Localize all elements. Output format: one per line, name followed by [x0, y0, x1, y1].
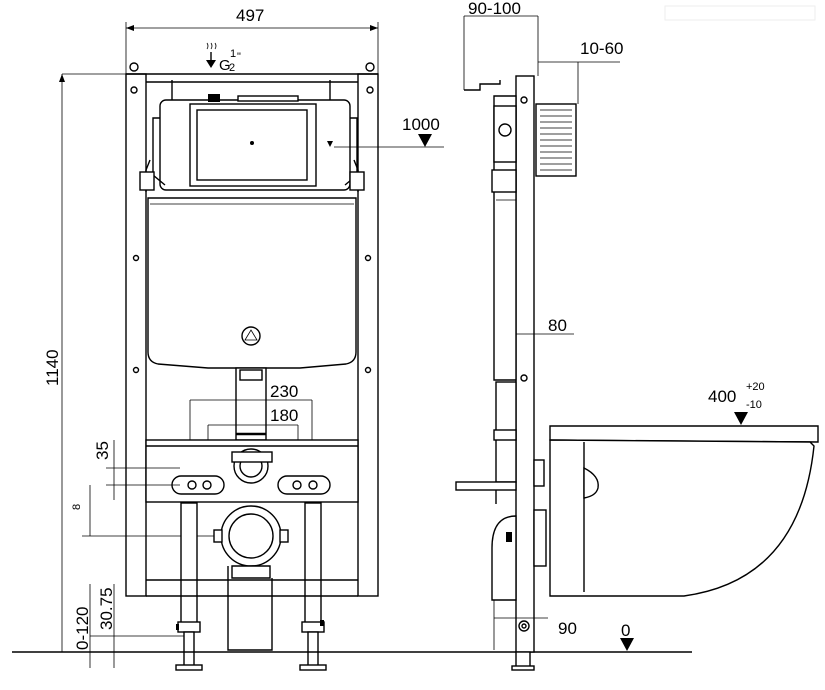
leg-left — [180, 502, 198, 630]
dim-frame-depth: 80 — [548, 316, 567, 335]
inlet-num: 1 — [230, 48, 236, 60]
dim-bowl-tol-minus: -10 — [746, 399, 762, 411]
triangle-down-icon — [418, 134, 432, 147]
bolt-slot-right — [277, 475, 331, 495]
leg-right — [304, 502, 322, 630]
dim-total-height: 1140 — [43, 349, 62, 386]
cistern-body — [147, 197, 357, 369]
dim-bowl-height: 400 — [708, 387, 736, 406]
dim-plate-depth: 10-60 — [580, 39, 623, 58]
frame-left-upright — [125, 73, 147, 597]
dim-bolt-outer: 230 — [270, 382, 298, 401]
dim-bolt-inner: 180 — [270, 406, 298, 425]
inlet-thread: G — [219, 57, 231, 74]
inlet-unit: " — [237, 51, 241, 63]
toilet-bowl: 400 +20 -10 — [549, 381, 819, 597]
logo-icon — [241, 326, 261, 346]
side-view: 90-100 10-60 1000 80 — [334, 0, 634, 671]
dim-bottom-depth: 90 — [558, 619, 577, 638]
cistern-side — [493, 95, 517, 381]
dim-wall-offset: 90-100 — [468, 0, 521, 18]
water-wave-icon — [206, 42, 217, 68]
frame-right-upright — [357, 73, 379, 597]
inlet-den: 2 — [229, 62, 235, 74]
dim-bowl-tol-plus: +20 — [746, 381, 765, 393]
dim-floor-level: 0 — [621, 621, 630, 640]
side-upright — [515, 75, 535, 653]
dim-flush-height: 1000 — [402, 115, 440, 134]
support-bar — [455, 481, 517, 491]
dim-foot-height: 30.75 — [97, 587, 116, 630]
dim-frame-width: 497 — [236, 6, 264, 25]
front-view: 497 G 1 2 " — [12, 6, 692, 671]
dim-bolt-mark: 8 — [71, 504, 83, 510]
dim-leg-adjust: 0-120 — [73, 607, 92, 650]
dim-bolt-offset: 35 — [93, 441, 112, 460]
